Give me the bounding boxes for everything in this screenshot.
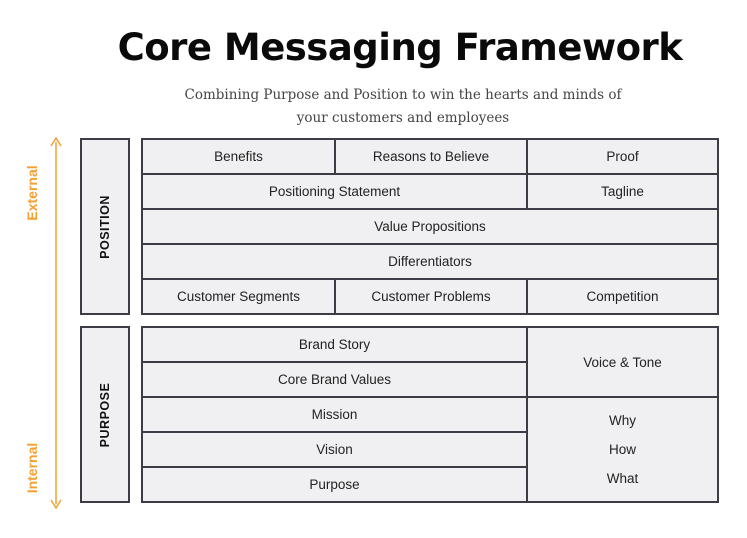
position-label: POSITION bbox=[98, 194, 112, 259]
cell-tagline: Tagline bbox=[601, 184, 644, 199]
purpose-label-box: PURPOSE bbox=[80, 326, 130, 503]
position-grid: Benefits Reasons to Believe Proof Positi… bbox=[141, 138, 719, 315]
external-label: External bbox=[22, 153, 42, 233]
cell-competition: Competition bbox=[586, 289, 659, 304]
cell-voice-and-tone: Voice & Tone bbox=[583, 354, 662, 370]
what-label: What bbox=[606, 471, 639, 486]
external-internal-axis-arrow bbox=[50, 136, 62, 510]
how-label: How bbox=[608, 442, 636, 457]
cell-positioning-statement: Positioning Statement bbox=[268, 184, 401, 199]
cell-differentiators: Differentiators bbox=[388, 254, 472, 269]
cell-customer-segments: Customer Segments bbox=[176, 289, 301, 304]
cell-value-propositions: Value Propositions bbox=[374, 219, 486, 234]
why-label: Why bbox=[609, 413, 636, 428]
cell-brand-story: Brand Story bbox=[298, 337, 371, 352]
cell-core-brand-values: Core Brand Values bbox=[277, 372, 392, 387]
position-label-box: POSITION bbox=[80, 138, 130, 315]
internal-label: Internal bbox=[22, 428, 42, 508]
cell-vision: Vision bbox=[316, 442, 353, 457]
cell-proof: Proof bbox=[606, 149, 639, 164]
cell-reasons-to-believe: Reasons to Believe bbox=[372, 149, 490, 164]
page-subtitle: Combining Purpose and Position to win th… bbox=[184, 87, 622, 126]
cell-customer-problems: Customer Problems bbox=[371, 289, 491, 304]
page-title: Core Messaging Framework bbox=[117, 26, 683, 69]
cell-why-how-what: Why How What bbox=[528, 398, 717, 501]
purpose-grid: Brand Story Core Brand Values Mission Vi… bbox=[141, 326, 719, 503]
cell-purpose: Purpose bbox=[309, 477, 360, 492]
cell-benefits: Benefits bbox=[214, 149, 263, 164]
cell-mission: Mission bbox=[311, 407, 358, 422]
purpose-label: PURPOSE bbox=[98, 382, 112, 447]
